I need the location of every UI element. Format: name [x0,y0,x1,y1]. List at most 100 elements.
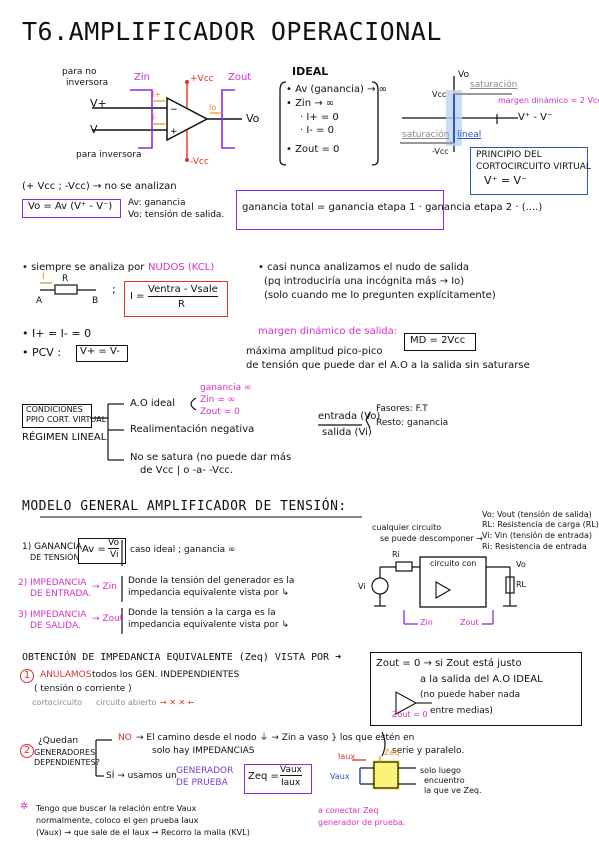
cortocircuito-box [470,147,588,195]
anulamos-b: todos los GEN. INDEPENDIENTES [92,670,240,680]
zeq-label: Zeq = [248,771,279,782]
quedan-si: SÍ → usamos un [106,771,177,781]
io-label: Io [209,103,217,112]
vminus-label: V- [90,123,101,136]
ideal-iminus: · I- = 0 [300,125,335,136]
m1-caso: caso ideal ; ganancia ∞ [130,545,236,555]
md-box [404,333,476,351]
nudos-line: • siempre se analiza por [22,262,145,273]
casi-nunca-l3: (solo cuando me lo pregunten explícitame… [264,290,496,301]
maxima-l1: máxima amplitud pico-pico [246,346,383,357]
quedan-solo-2: encuentro [424,776,465,785]
iplus-label: I+ [152,90,162,99]
iminus-label: I- [152,113,158,122]
vcc-neg-label: -Vcc [190,157,209,167]
m3-num: 3) IMPEDANCIA [18,610,87,620]
vo-label: Vo [246,112,260,125]
anulamos-c: ( tensión o corriente ) [34,684,132,694]
cortocircuito-l1: PRINCIPIO DEL [476,150,542,160]
star-l2: normalmente, coloco el gen prueba Iaux [36,816,199,825]
zout-box-l5: Zout = 0 [392,710,428,719]
quedan-gen-2: DE PRUEBA [176,778,228,788]
corrientes-nulas: • I+ = I- = 0 [22,327,92,340]
quedan-num: 2 [20,744,34,758]
condiciones-l1: CONDICIONES [26,405,83,414]
casi-nunca-l1: • casi nunca analizamos el nudo de salid… [258,262,469,273]
pcv-formula: V+ = V- [80,346,120,357]
pcv-label: • PCV : [22,346,62,359]
anulamos-num: 1 [20,669,34,683]
zout-box-l3: (no puede haber nada [420,690,521,700]
ideal-av: • Av (ganancia) → ∞ [286,84,387,95]
circuit-c2: se puede descomponer → [380,534,483,543]
quedan-no-t2: solo hay IMPEDANCIAS [152,746,255,756]
quedan-gen: GENERADOR [176,766,234,776]
m3-t1: Donde la tensión a la carga es la [128,608,276,618]
zout-box-l2: a la salida del A.O IDEAL [420,674,543,685]
m3-zout: → Zout [92,614,124,624]
zin-label: Zin [134,72,150,83]
nudos-denominator: R [178,299,185,310]
zeq-den: Iaux [281,778,301,788]
vcc-pos-label: +Vcc [190,74,214,84]
av-definition: Av: ganancia [128,198,186,208]
opamp-triangle [166,96,209,142]
regimen-lineal: RÉGIMEN LINEAL. [22,432,110,443]
transfer-mvcc: -Vcc [432,147,449,156]
circuit-iaux: Iaux [338,752,356,761]
circuit-vo: Vo [516,560,526,569]
m2-t2: impedancia equivalente vista por ↳ [128,588,289,598]
nudos-numerator: Ventra - Vsale [148,284,218,297]
m2-sub: DE ENTRADA. [30,589,92,599]
anulamos-e: circuito abierto [96,698,157,707]
legend-l1: Vo: Vout (tensión de salida) [482,510,592,519]
semicolon: ; [112,283,116,296]
ganancia-total-box [236,190,444,230]
ideal-iplus: · I+ = 0 [300,112,339,123]
cortocircuito-l2: CORTOCIRCUITO VIRTUAL [476,162,591,172]
star-l3: (Vaux) → que sale de el Iaux → Recorro l… [36,828,250,837]
quedan-no-t1: → El camino desde el nodo ⏚ → Zin a vaso… [136,733,415,743]
av-box [78,538,126,564]
av-num: Vo [108,538,119,550]
quedan-solo: solo luego [420,766,461,775]
nudos-formula-box [124,281,228,317]
legend-l4: Ri: Resistencia de entrada [482,542,587,551]
quedan-nota: a conectar Zeq [318,806,379,815]
svg-text:−: − [170,105,178,115]
svg-text:+: + [170,127,178,137]
cond-zout: Zout = 0 [200,407,240,417]
legend-l3: Vi: Vin (tensión de entrada) [482,531,593,540]
maxima-l2: de tensión que puede dar el A.O a la sal… [246,360,530,371]
quedan-solo-3: la que ve Zeq. [424,786,482,795]
casi-nunca-l2: (pq introduciría una incógnita más → Io) [264,276,465,287]
anulamos-d: cortocircuito [32,698,83,707]
condiciones-l2: PPIO CORT. VIRTUAL [26,415,107,424]
cond-no-satura: No se satura (no puede dar más [130,452,292,463]
circuit-zeq: Zeq [384,748,400,757]
cond-realimentacion: Realimentación negativa [130,424,255,435]
nudos-ieq: I = [130,291,145,302]
para-no-inversora-label-2: inversora [66,78,109,88]
transfer-saturacion-bottom: saturación [402,130,450,140]
cond-zin: Zin = ∞ [200,395,236,405]
pcv-box [76,345,128,362]
nudos-r: R [62,274,69,284]
ft-entrada: entrada (Vo) [318,411,381,422]
m1-num: 1) GANANCIA [22,542,82,552]
quedan-no: NO [118,733,132,743]
circuit-zin: Zin [420,618,433,627]
ideal-title: IDEAL [292,65,329,78]
transfer-saturacion-top: saturación [470,80,518,90]
ft-salida: salida (Vi) [322,427,372,438]
cond-no-satura-2: de Vcc | o -a- -Vcc. [140,465,234,476]
para-no-inversora-label: para no [62,67,97,77]
m2-num: 2) IMPEDANCIA [18,578,87,588]
quedan-l3: DEPENDIENTES? [34,758,100,767]
ideal-zin: • Zin → ∞ [286,98,335,109]
quedan-l1: ¿Quedan [38,736,79,746]
nudos-kcl: NUDOS (KCL) [148,262,215,273]
modelo-title: MODELO GENERAL AMPLIFICADOR DE TENSIÓN: [22,499,347,514]
margen-title: margen dinámico de salida: [258,326,398,337]
quedan-l2: GENERADORES [34,748,96,757]
